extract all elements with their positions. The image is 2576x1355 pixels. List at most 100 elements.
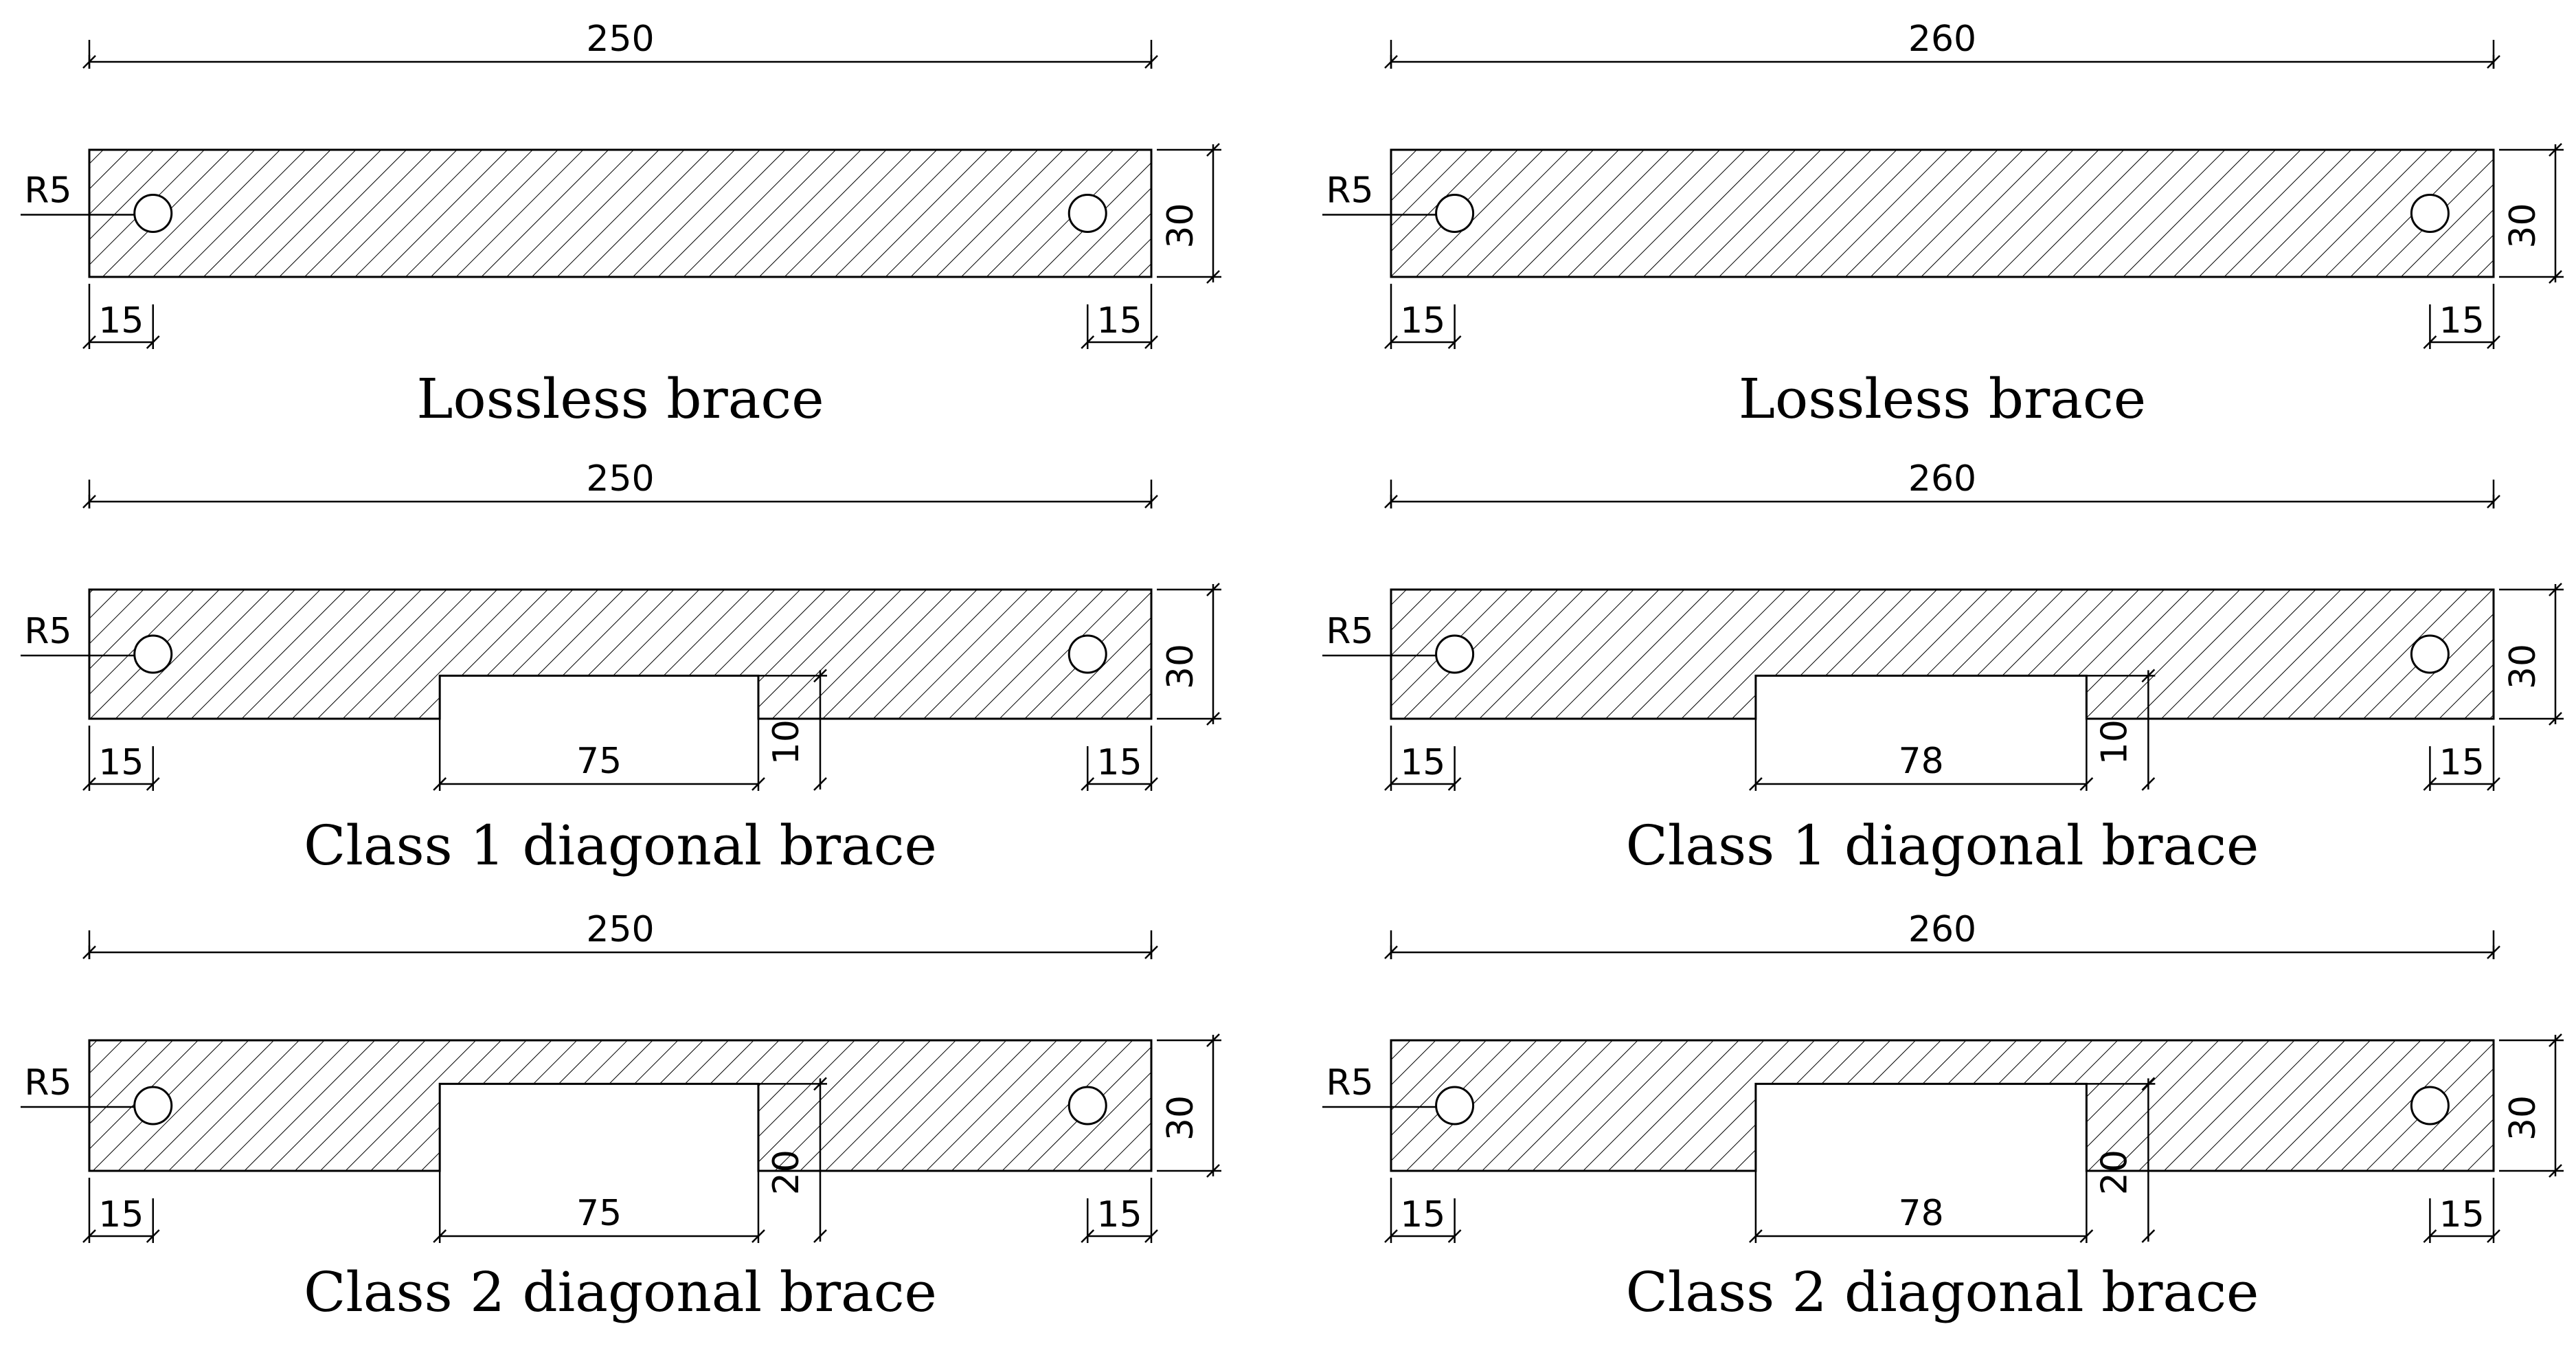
end-distance-right-label: 15 — [1097, 1194, 1142, 1235]
tick-mark — [2141, 1229, 2156, 1243]
brace-body — [88, 588, 1153, 720]
tick-mark — [2487, 335, 2500, 349]
tick-mark — [2423, 777, 2437, 791]
tick-mark — [2079, 1229, 2094, 1243]
end-distance-right-label: 15 — [2439, 1194, 2485, 1235]
tick-mark — [2141, 777, 2156, 791]
brace-body — [88, 1039, 1153, 1172]
brace-body — [88, 148, 1153, 278]
tick-mark — [2423, 335, 2437, 349]
tick-mark — [146, 335, 160, 349]
pin-hole-left — [1435, 1086, 1475, 1126]
tick-mark — [1749, 777, 1763, 791]
panel-caption: Class 1 diagonal brace — [1626, 814, 2259, 877]
pin-hole-right — [1067, 194, 1107, 233]
notch-depth-label: 10 — [2094, 719, 2135, 765]
radius-label: R5 — [1326, 170, 1373, 212]
pin-hole-left — [1435, 194, 1475, 233]
brace-body — [1390, 1039, 2495, 1172]
end-distance-left-label: 15 — [1400, 300, 1445, 341]
tick-mark — [1206, 712, 1220, 726]
tick-mark — [1144, 777, 1158, 791]
notch-width-label: 78 — [1899, 1193, 1944, 1234]
radius-label: R5 — [1326, 611, 1373, 652]
tick-mark — [1384, 777, 1398, 791]
tick-mark — [2549, 583, 2562, 596]
tick-mark — [82, 1229, 96, 1243]
end-distance-right-label: 15 — [2439, 300, 2485, 341]
end-distance-left-label: 15 — [98, 300, 144, 341]
pin-hole-right — [2410, 634, 2450, 674]
tick-mark — [813, 777, 827, 791]
notch-depth-label: 20 — [766, 1150, 807, 1195]
tick-mark — [1447, 335, 1462, 349]
radius-label: R5 — [1326, 1062, 1373, 1104]
tick-mark — [2423, 1229, 2437, 1243]
notch-width-label: 78 — [1899, 741, 1944, 782]
tick-mark — [146, 777, 160, 791]
panel-caption: Class 2 diagonal brace — [304, 1260, 937, 1324]
overall-length-label: 250 — [586, 909, 654, 950]
tick-mark — [82, 335, 96, 349]
height-label: 30 — [2502, 203, 2544, 248]
tick-mark — [1447, 1229, 1462, 1243]
overall-length-label: 260 — [1908, 19, 1976, 60]
tick-mark — [433, 777, 447, 791]
brace-body — [1390, 588, 2495, 720]
pin-hole-right — [1067, 1086, 1107, 1126]
tick-mark — [2141, 669, 2156, 683]
pin-hole-left — [133, 634, 173, 674]
end-distance-left-label: 15 — [98, 1194, 144, 1235]
tick-mark — [813, 669, 827, 683]
tick-mark — [1081, 777, 1095, 791]
tick-mark — [1144, 335, 1158, 349]
height-label: 30 — [2502, 1095, 2544, 1141]
panel-caption: Class 1 diagonal brace — [304, 814, 937, 877]
brace-body — [1390, 148, 2495, 278]
tick-mark — [1206, 270, 1220, 284]
pin-hole-right — [2410, 1086, 2450, 1126]
tick-mark — [2549, 1164, 2562, 1178]
end-distance-left-label: 15 — [1400, 1194, 1445, 1235]
radius-label: R5 — [24, 1062, 71, 1104]
tick-mark — [146, 1229, 160, 1243]
tick-mark — [82, 777, 96, 791]
tick-mark — [2141, 1077, 2156, 1091]
end-distance-right-label: 15 — [2439, 742, 2485, 783]
tick-mark — [1206, 1033, 1220, 1047]
tick-mark — [1144, 1229, 1158, 1243]
notch-width-label: 75 — [576, 741, 622, 782]
tick-mark — [1447, 777, 1462, 791]
tick-mark — [1206, 143, 1220, 157]
end-distance-left-label: 15 — [98, 742, 144, 783]
overall-length-label: 260 — [1908, 909, 1976, 950]
tick-mark — [2549, 712, 2562, 726]
pin-hole-right — [2410, 194, 2450, 233]
tick-mark — [752, 1229, 765, 1243]
tick-mark — [1081, 335, 1095, 349]
height-label: 30 — [2502, 644, 2544, 689]
tick-mark — [2549, 270, 2562, 284]
tick-mark — [813, 1077, 827, 1091]
height-label: 30 — [1160, 1095, 1201, 1141]
tick-mark — [1384, 335, 1398, 349]
pin-hole-left — [1435, 634, 1475, 674]
pin-hole-left — [133, 194, 173, 233]
end-distance-right-label: 15 — [1097, 742, 1142, 783]
end-distance-right-label: 15 — [1097, 300, 1142, 341]
panel-caption: Lossless brace — [1739, 367, 2146, 431]
notch-depth-label: 10 — [766, 719, 807, 765]
notch-width-label: 75 — [576, 1193, 622, 1234]
tick-mark — [2079, 777, 2094, 791]
height-label: 30 — [1160, 203, 1201, 248]
tick-mark — [2549, 1033, 2562, 1047]
tick-mark — [1206, 583, 1220, 596]
tick-mark — [2487, 777, 2500, 791]
pin-hole-right — [1067, 634, 1107, 674]
